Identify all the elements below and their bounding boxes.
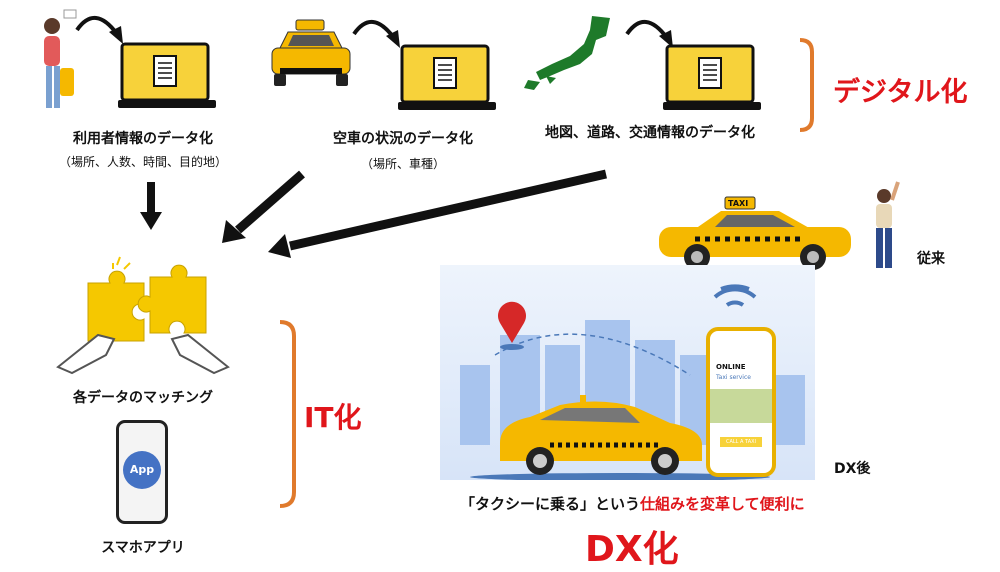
user-data-label: 利用者情報のデータ化: [73, 131, 213, 147]
user-data-sub: （場所、人数、時間、目的地）: [58, 155, 228, 169]
taxi-front-icon: [271, 19, 351, 86]
smartphone-icon: App: [116, 420, 168, 524]
conventional-label: 従来: [917, 251, 945, 267]
laptop-icon: [398, 44, 496, 110]
it-label: IT化: [304, 401, 362, 434]
wifi-icon: [713, 284, 757, 307]
map-data-label: 地図、道路、交通情報のデータ化: [545, 125, 755, 141]
curved-arrow-icon: [352, 20, 400, 48]
bracket-icon: [279, 320, 296, 508]
call-taxi-button: CALL A TAXI: [720, 437, 762, 447]
puzzle-hands-icon: [56, 256, 230, 375]
dx-illustration: ONLINE Taxi service CALL A TAXI: [440, 265, 815, 480]
waving-man-icon: [876, 181, 900, 268]
laptop-icon: [663, 44, 761, 110]
caption: 「タクシーに乗る」という仕組みを変革して便利に: [460, 493, 805, 514]
phone-title: ONLINE: [716, 363, 746, 371]
phone-mockup: ONLINE Taxi service CALL A TAXI: [706, 327, 776, 477]
smartphone-label: スマホアプリ: [101, 540, 185, 556]
taxi-side-icon: [659, 196, 851, 270]
laptop-icon: [118, 42, 216, 108]
dx-after-label: DX後: [834, 461, 871, 477]
vacancy-data-sub: （場所、車種）: [360, 157, 446, 171]
map-pin-icon: [498, 301, 526, 343]
traveler-icon: [44, 9, 77, 108]
caption-black: 「タクシーに乗る」という: [460, 495, 641, 513]
app-icon: App: [123, 451, 161, 489]
bracket-icon: [799, 38, 814, 132]
curved-arrow-icon: [625, 20, 673, 48]
arrow-down-icon: [140, 182, 162, 230]
matching-label: 各データのマッチング: [73, 390, 213, 406]
japan-map-icon: [524, 16, 610, 90]
curved-arrow-icon: [75, 16, 123, 44]
caption-red: 仕組みを変革して便利に: [640, 495, 805, 513]
digital-label: デジタル化: [833, 77, 968, 108]
map-thumbnail: [710, 389, 772, 423]
vacancy-data-label: 空車の状況のデータ化: [333, 131, 473, 147]
taxi-sign: TAXI: [728, 199, 749, 208]
taxi-car-icon: [500, 395, 702, 475]
phone-subtitle: Taxi service: [716, 374, 751, 381]
dx-label: DX化: [585, 529, 679, 570]
